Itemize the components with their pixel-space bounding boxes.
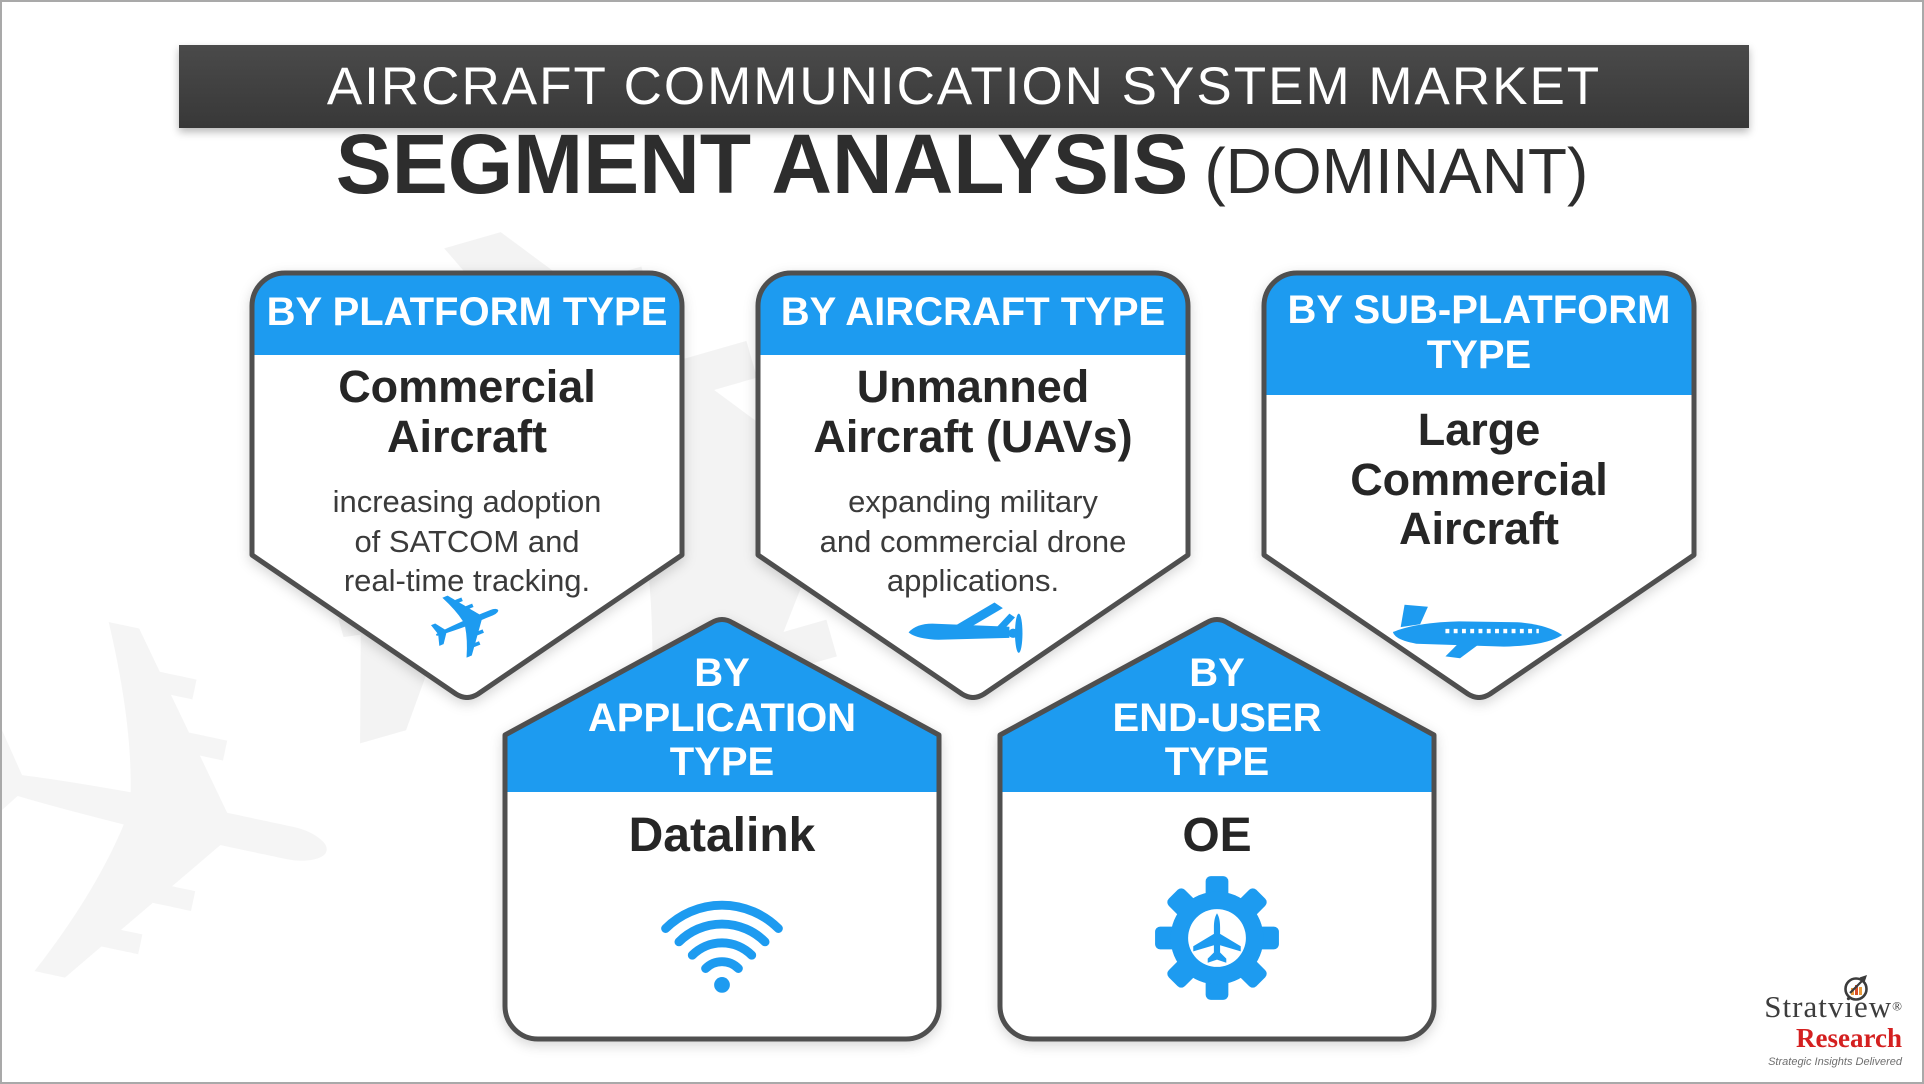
heading-main: SEGMENT ANALYSIS	[335, 117, 1189, 211]
card-aircraft-type: BY AIRCRAFT TYPE Unmanned Aircraft (UAVs…	[755, 270, 1191, 706]
card-value: Commercial Aircraft	[338, 361, 596, 462]
card-label: BY END-USER TYPE	[1112, 650, 1322, 785]
logo-tagline: Strategic Insights Delivered	[1768, 1056, 1902, 1068]
page-title: SEGMENT ANALYSIS (DOMINANT)	[2, 122, 1922, 206]
card-value: Large Commercial Aircraft	[1350, 404, 1608, 554]
card-platform-type: BY PLATFORM TYPE Commercial Aircraft inc…	[249, 270, 685, 706]
card-value: OE	[1182, 809, 1252, 862]
card-value: Datalink	[628, 809, 816, 862]
stratview-research-logo: Stratview® Research Strategic Insights D…	[1764, 975, 1902, 1068]
airliner-icon	[1392, 604, 1563, 659]
card-application-type: BY APPLICATION TYPE Datalink	[502, 612, 942, 1042]
card-label: BY SUB-PLATFORM TYPE	[1287, 287, 1671, 377]
pentagon-card-shape	[249, 270, 685, 700]
logo-division: Research	[1796, 1023, 1902, 1053]
logo-brand: Stratview	[1764, 989, 1893, 1024]
card-end-user-type: BY END-USER TYPE OE	[997, 612, 1437, 1042]
title-banner: AIRCRAFT COMMUNICATION SYSTEM MARKET	[179, 45, 1749, 128]
pentagon-card-shape	[502, 617, 942, 1042]
banner-title: AIRCRAFT COMMUNICATION SYSTEM MARKET	[326, 57, 1602, 116]
card-label: BY AIRCRAFT TYPE	[780, 290, 1166, 335]
registered-mark: ®	[1892, 998, 1902, 1014]
card-description: expanding military and commercial drone …	[819, 484, 1127, 599]
wifi-icon	[661, 900, 783, 993]
pentagon-card-shape	[755, 270, 1191, 700]
card-label: BY APPLICATION TYPE	[587, 650, 857, 785]
card-description: increasing adoption of SATCOM and real-t…	[332, 484, 602, 599]
card-label: BY PLATFORM TYPE	[266, 290, 668, 335]
card-value: Unmanned Aircraft (UAVs)	[813, 361, 1133, 462]
gear-plane-icon	[1155, 876, 1279, 1000]
chart-arrow-icon	[1844, 975, 1868, 1001]
drone-icon	[908, 602, 1023, 653]
heading-qualifier: (DOMINANT)	[1204, 135, 1589, 207]
card-sub-platform-type: BY SUB-PLATFORM TYPE Large Commercial Ai…	[1261, 270, 1697, 706]
pentagon-card-shape	[997, 617, 1437, 1042]
pentagon-card-shape	[1261, 270, 1697, 700]
